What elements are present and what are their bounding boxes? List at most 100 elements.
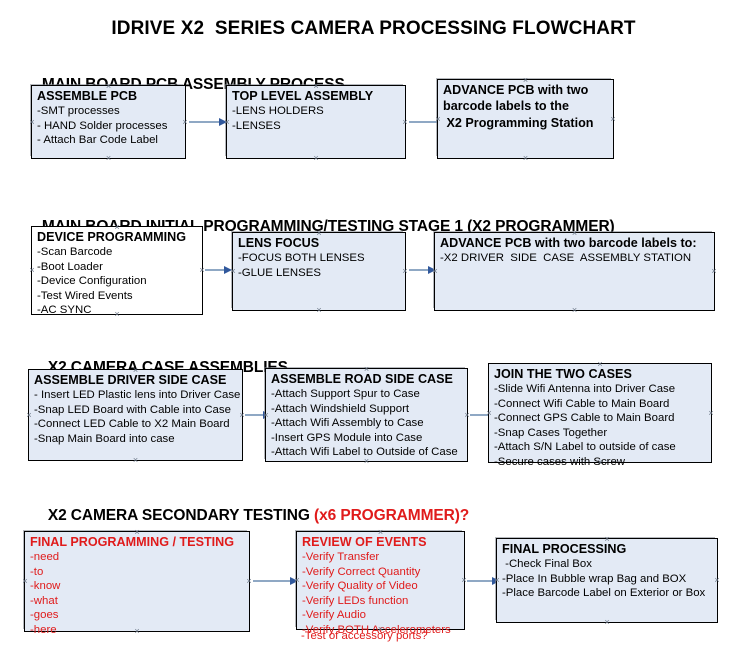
node-final-programming-testing[interactable]: FINAL PROGRAMMING / TESTING -need -to -k… <box>21 528 250 636</box>
connection-point-right[interactable] <box>609 115 618 124</box>
connection-point-left[interactable] <box>493 576 502 585</box>
connection-point-right[interactable] <box>710 267 719 276</box>
node-line: barcode labels to the <box>443 99 569 113</box>
node-title: FINAL PROGRAMMING / TESTING <box>30 535 235 549</box>
node-assemble-road-side-case[interactable]: ASSEMBLE ROAD SIDE CASE -Attach Support … <box>265 368 468 462</box>
node-line: -Place In Bubble wrap Bag and BOX <box>502 572 687 585</box>
connection-point-top[interactable] <box>133 528 142 537</box>
connector-shaft <box>189 121 220 123</box>
node-review-of-events-overflow-line: -Test of accessory ports? <box>301 630 428 642</box>
connection-point-bottom[interactable] <box>521 154 530 163</box>
connection-point-top[interactable] <box>113 223 122 232</box>
connection-point-top[interactable] <box>596 360 605 369</box>
node-line: -Snap Cases Together <box>494 426 608 439</box>
connection-point-top[interactable] <box>362 365 371 374</box>
node-title: ASSEMBLE ROAD SIDE CASE <box>271 372 453 386</box>
node-lens-focus[interactable]: LENS FOCUS -FOCUS BOTH LENSES -GLUE LENS… <box>232 232 406 311</box>
node-line: -Test Wired Events <box>37 289 133 302</box>
node-line: -Snap Main Board into case <box>34 432 175 445</box>
connection-point-left[interactable] <box>28 266 37 275</box>
connection-point-top[interactable] <box>603 535 612 544</box>
node-line: -to <box>30 565 44 578</box>
node-line: - Attach Bar Code Label <box>37 134 158 147</box>
connection-point-top[interactable] <box>315 229 324 238</box>
connection-point-bottom[interactable] <box>362 457 371 466</box>
node-line: -Attach Wifi Assembly to Case <box>271 417 424 430</box>
node-line: X2 Programming Station <box>443 115 594 130</box>
section-heading-4-text: X2 CAMERA SECONDARY TESTING <box>47 507 315 524</box>
node-device-programming[interactable]: DEVICE PROGRAMMING -Scan Barcode -Boot L… <box>28 223 203 317</box>
node-line: -Connect LED Cable to X2 Main Board <box>34 418 230 431</box>
node-advance-pcb-case-assembly-station[interactable]: ADVANCE PCB with two barcode labels to: … <box>434 232 715 311</box>
node-line: -know <box>30 580 61 593</box>
connection-point-bottom[interactable] <box>312 154 321 163</box>
connector-shaft <box>470 414 489 416</box>
node-join-the-two-cases[interactable]: JOIN THE TWO CASES -Slide Wifi Antenna i… <box>485 360 712 468</box>
node-top-level-assembly[interactable]: TOP LEVEL ASSEMBLY -LENS HOLDERS -LENSES <box>226 85 406 159</box>
node-review-of-events[interactable]: REVIEW OF EVENTS -Verify Transfer -Verif… <box>293 528 465 636</box>
node-title: ASSEMBLE DRIVER SIDE CASE <box>34 373 227 387</box>
node-line: -FOCUS BOTH LENSES <box>238 252 365 264</box>
connection-point-left[interactable] <box>434 115 443 124</box>
node-line: -Device Configuration <box>37 275 147 288</box>
connector-shaft <box>253 580 291 582</box>
node-line: -Verify Audio <box>302 609 366 622</box>
connection-point-bottom[interactable] <box>131 456 140 465</box>
node-line: -Insert GPS Module into Case <box>271 431 423 444</box>
node-line: -Verify LEDs function <box>302 594 409 607</box>
connector-shaft <box>205 269 225 271</box>
node-line: -Verify BOTH Accelerometers <box>302 623 451 636</box>
node-line: -Attach S/N Label to outside of case <box>494 441 676 454</box>
connector-shaft <box>245 414 264 416</box>
node-advance-pcb-programming-station[interactable]: ADVANCE PCB with two barcode labels to t… <box>437 79 614 159</box>
connection-point-left[interactable] <box>28 118 37 127</box>
node-line: -Verify Correct Quantity <box>302 565 421 578</box>
node-line: -Slide Wifi Antenna into Driver Case <box>494 383 676 395</box>
node-line: -X2 DRIVER SIDE CASE ASSEMBLY STATION <box>440 252 692 264</box>
node-title: TOP LEVEL ASSEMBLY <box>232 89 374 103</box>
node-title: ADVANCE PCB with two barcode labels to: <box>440 236 697 250</box>
connection-point-bottom[interactable] <box>315 306 324 315</box>
connection-point-left[interactable] <box>431 267 440 276</box>
connection-point-left[interactable] <box>229 267 238 276</box>
connection-point-top[interactable] <box>521 76 530 85</box>
connection-point-right[interactable] <box>707 409 716 418</box>
connection-point-top[interactable] <box>570 229 579 238</box>
connection-point-left[interactable] <box>21 577 30 586</box>
connection-point-left[interactable] <box>262 411 271 420</box>
connection-point-left[interactable] <box>485 409 494 418</box>
connection-point-bottom[interactable] <box>104 154 113 163</box>
node-line: - Insert LED Plastic lens into Driver Ca… <box>34 389 241 401</box>
connection-point-left[interactable] <box>293 576 302 585</box>
connection-point-bottom[interactable] <box>113 310 122 319</box>
node-line: -Place Barcode Label on Exterior or Box <box>502 587 706 600</box>
connection-point-bottom[interactable] <box>133 627 142 636</box>
connection-point-bottom[interactable] <box>570 306 579 315</box>
connection-point-left[interactable] <box>25 411 34 420</box>
connection-point-top[interactable] <box>131 366 140 375</box>
node-assemble-driver-side-case[interactable]: ASSEMBLE DRIVER SIDE CASE - Insert LED P… <box>28 369 243 461</box>
connector-shaft <box>409 269 429 271</box>
connection-point-top[interactable] <box>104 82 113 91</box>
node-line: -here <box>30 623 57 636</box>
connection-point-bottom[interactable] <box>603 618 612 627</box>
section-heading-4: X2 CAMERA SECONDARY TESTING (x6 PROGRAMM… <box>31 489 469 543</box>
node-assemble-pcb[interactable]: ASSEMBLE PCB -SMT processes - HAND Solde… <box>31 85 186 159</box>
node-line: -AC SYNC <box>37 304 92 317</box>
connector-shaft <box>409 121 440 123</box>
node-line: -LENSES <box>232 119 281 132</box>
connection-point-top[interactable] <box>312 82 321 91</box>
connector-1-1-to-1-2 <box>189 117 227 126</box>
connection-point-top[interactable] <box>376 528 385 537</box>
connection-point-right[interactable] <box>713 576 722 585</box>
node-line: -Attach Support Spur to Case <box>271 388 420 400</box>
node-line: -Snap LED Board with Cable into Case <box>34 403 231 416</box>
node-line: -Boot Loader <box>37 260 103 273</box>
node-title: FINAL PROCESSING <box>502 542 627 556</box>
connection-point-left[interactable] <box>223 118 232 127</box>
node-line: -need <box>30 551 60 563</box>
node-final-processing[interactable]: FINAL PROCESSING -Check Final Box -Place… <box>496 538 718 623</box>
connection-point-bottom[interactable] <box>596 458 605 467</box>
connector-shaft <box>467 580 493 582</box>
node-line: -GLUE LENSES <box>238 266 321 279</box>
